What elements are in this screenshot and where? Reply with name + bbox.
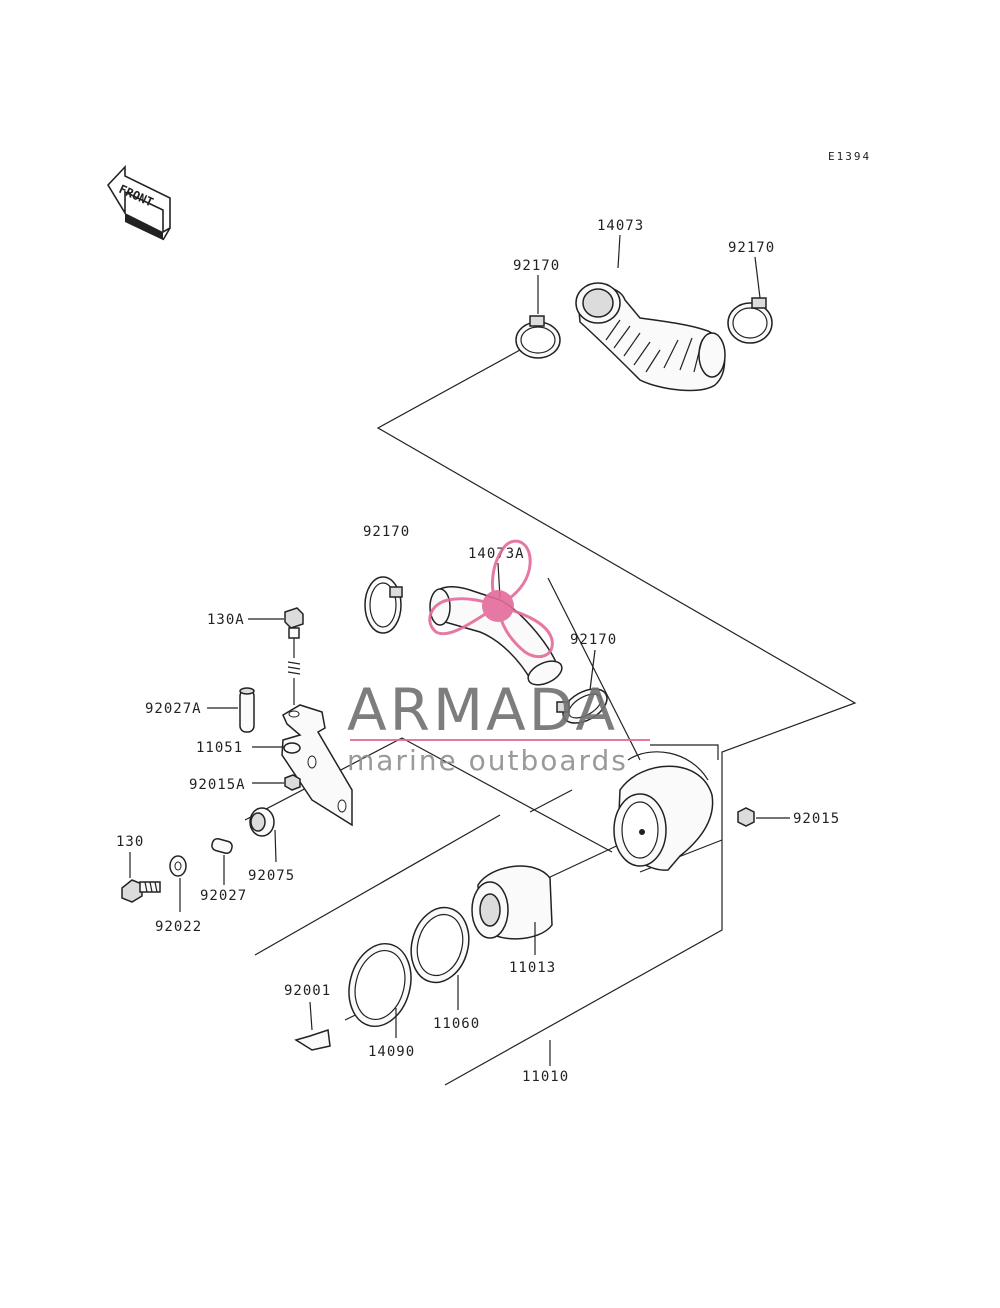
hose-clamp-92170-top-right <box>727 256 773 344</box>
watermark: ARMADA marine outboards <box>347 539 650 777</box>
watermark-title: ARMADA <box>347 676 618 744</box>
label-92170-right: 92170 <box>570 632 617 648</box>
label-92027: 92027 <box>200 888 247 904</box>
elbow-duct-14073A <box>429 562 563 686</box>
label-130A: 130A <box>207 612 245 628</box>
label-14090: 14090 <box>368 1044 415 1060</box>
label-92022: 92022 <box>155 919 202 935</box>
filter-element-11013 <box>471 865 553 955</box>
label-130: 130 <box>116 834 144 850</box>
gasket-11060 <box>410 906 470 1010</box>
cover-14090 <box>348 942 412 1038</box>
label-11013: 11013 <box>509 960 556 976</box>
hose-clamp-92170-middle <box>364 576 403 634</box>
label-92170-top-left: 92170 <box>513 258 560 274</box>
grommet-92075 <box>249 807 277 863</box>
intake-duct-14073 <box>575 234 726 392</box>
bolt-130A <box>248 607 304 705</box>
label-92170-middle: 92170 <box>363 524 410 540</box>
hose-clamp-92170-right <box>556 649 608 724</box>
label-11010: 11010 <box>522 1069 569 1085</box>
spacer-92027A <box>207 687 255 733</box>
label-14073A: 14073A <box>468 546 525 562</box>
wing-bolt-92001 <box>294 1001 331 1051</box>
watermark-subtitle: marine outboards <box>347 744 628 777</box>
label-14073: 14073 <box>597 218 644 234</box>
washer-92022 <box>169 855 187 912</box>
label-92170-top-right: 92170 <box>728 240 775 256</box>
nut-92015A <box>252 774 301 791</box>
nut-92015 <box>737 807 790 827</box>
hose-clamp-92170-top-left <box>515 275 561 359</box>
label-92015: 92015 <box>793 811 840 827</box>
label-11051: 11051 <box>196 740 243 756</box>
part-labels: 14073 92170 92170 92170 14073A 92170 130… <box>116 218 840 1085</box>
collar-92027 <box>211 837 233 885</box>
label-92001: 92001 <box>284 983 331 999</box>
front-arrow-icon: FRONT <box>106 164 171 241</box>
label-92075: 92075 <box>248 868 295 884</box>
propeller-logo-icon <box>428 539 554 659</box>
housing-11010 <box>613 751 714 871</box>
bracket-11051 <box>252 704 353 827</box>
diagram-code: E1394 <box>828 150 871 163</box>
label-11060: 11060 <box>433 1016 480 1032</box>
label-92027A: 92027A <box>145 701 202 717</box>
bolt-130 <box>121 852 161 903</box>
label-92015A: 92015A <box>189 777 246 793</box>
